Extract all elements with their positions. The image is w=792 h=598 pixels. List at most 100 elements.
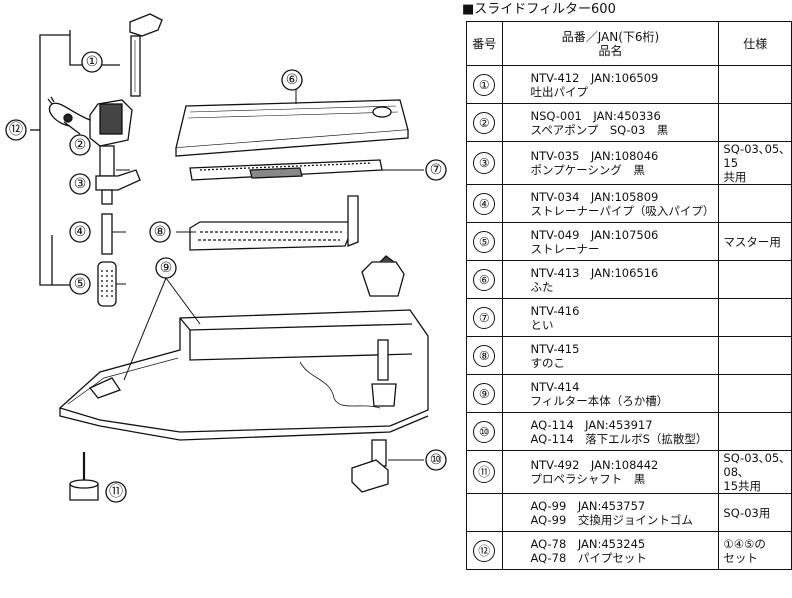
- part-code: NTV-413 JAN:106516: [530, 265, 659, 280]
- part-code: AQ-78 JAN:453245: [530, 536, 646, 551]
- part-number: ②: [473, 111, 496, 134]
- label-12: ⑫: [9, 122, 23, 138]
- part-name: とい: [530, 317, 554, 332]
- part-spec: SQ-03用: [718, 493, 792, 532]
- part-code: AQ-99 JAN:453757: [530, 498, 646, 513]
- part-code: NTV-412 JAN:106509: [530, 70, 659, 85]
- part-5-strainer: [97, 261, 117, 307]
- part-code: NTV-414: [530, 379, 580, 394]
- part-number-cell: ⑧: [466, 336, 503, 375]
- table-header-row: 番号 品番／JAN(下6桁) 品名 仕様: [466, 21, 792, 66]
- part-number-cell: ④: [466, 184, 503, 223]
- part-code: NTV-415: [530, 341, 580, 356]
- part-name: ストレーナーパイプ（吸入パイプ）: [530, 203, 715, 218]
- part-number-cell: ⑪: [466, 450, 503, 494]
- part-number-cell: [466, 493, 503, 532]
- part-number: ⑨: [473, 382, 496, 405]
- part-code: NTV-049 JAN:107506: [530, 227, 659, 242]
- part-number-cell: ⑩: [466, 412, 503, 451]
- part-name: すのこ: [530, 355, 566, 370]
- part-number-cell: ⑥: [466, 260, 503, 299]
- part-number-cell: ③: [466, 141, 503, 185]
- part-number: ⑧: [473, 344, 496, 367]
- part-number-cell: ⑦: [466, 298, 503, 337]
- part-1-discharge-pipe: [129, 13, 163, 97]
- part-number: ⑤: [473, 230, 496, 253]
- part-name: AQ-78 パイプセット: [530, 550, 647, 565]
- part-name: 吐出パイプ: [530, 84, 589, 99]
- part-spec: [718, 412, 792, 451]
- exploded-parts-diagram: ① ② ③ ④ ⑤ ⑥ ⑦ ⑧ ⑨ ⑩ ⑪ ⑫: [5, 13, 447, 503]
- part-4-strainer-pipe: [101, 213, 113, 255]
- label-11: ⑪: [109, 484, 123, 500]
- part-11-propeller-shaft: [69, 452, 99, 501]
- part-number-cell: ⑫: [466, 531, 503, 570]
- cap-piece: [361, 255, 405, 297]
- label-6: ⑥: [286, 72, 299, 88]
- part-name: フィルター本体（ろか槽）: [530, 393, 669, 408]
- part-code: NTV-035 JAN:108046: [530, 149, 659, 163]
- part-number-cell: ①: [466, 65, 503, 104]
- leader-lines: [112, 78, 424, 461]
- part-spec: [718, 65, 792, 104]
- part-code: AQ-114 JAN:453917: [530, 417, 653, 432]
- part-3-pump-casing: [95, 145, 141, 205]
- part-number: ⑪: [473, 461, 496, 483]
- part-spec: [718, 374, 792, 413]
- part-code: NTV-034 JAN:105809: [530, 189, 659, 204]
- part-number: ①: [473, 73, 496, 96]
- label-4: ④: [74, 224, 87, 240]
- part-10-elbow: [351, 439, 389, 493]
- parts-list-title: ■スライドフィルター600: [462, 2, 616, 17]
- part-number: ⑫: [473, 539, 496, 562]
- part-number: ⑩: [473, 420, 496, 443]
- part-name: ストレーナー: [530, 241, 600, 256]
- label-circles: [5, 51, 447, 503]
- part-number: ④: [473, 192, 496, 215]
- part-name: スペアポンプ SQ-03 黒: [530, 122, 669, 137]
- part-number: ③: [473, 152, 496, 174]
- part-number-cell: ⑤: [466, 222, 503, 261]
- part-spec: [718, 260, 792, 299]
- part-8-slatted-plate: [189, 195, 359, 251]
- header-part: 品番／JAN(下6桁) 品名: [501, 21, 720, 66]
- part-code: NSQ-001 JAN:450336: [530, 108, 661, 123]
- label-9: ⑨: [160, 260, 173, 276]
- part-spec: [718, 298, 792, 337]
- part-spec: SQ-03､05､08､ 15共用: [718, 450, 792, 494]
- part-7-gutter: [189, 159, 383, 181]
- label-8: ⑧: [154, 224, 167, 240]
- part-spec: [718, 103, 792, 142]
- part-name: ポンプケーシング 黒: [530, 163, 645, 177]
- part-code: NTV-416: [530, 303, 580, 318]
- label-5: ⑤: [74, 276, 87, 292]
- bracket-12: [30, 30, 120, 286]
- part-spec: [718, 336, 792, 375]
- part-name: プロペラシャフト 黒: [530, 472, 646, 486]
- part-spec: SQ-03､05､15 共用: [718, 141, 792, 185]
- part-number: ⑥: [473, 268, 496, 291]
- header-number: 番号: [466, 21, 503, 66]
- label-7: ⑦: [430, 162, 443, 178]
